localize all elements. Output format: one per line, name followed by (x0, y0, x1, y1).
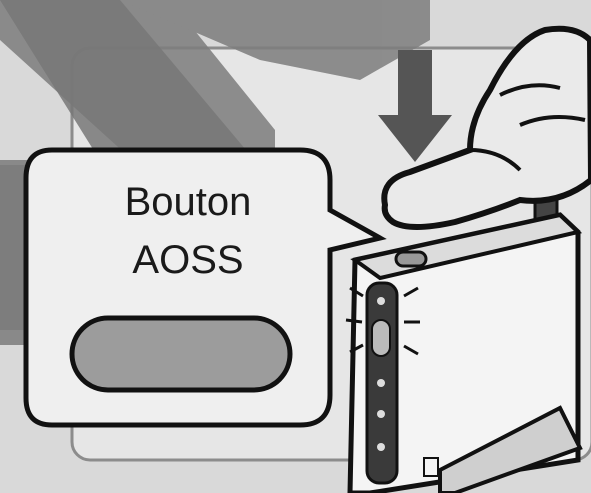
aoss-button-icon (72, 318, 290, 390)
callout-title-line2: AOSS (58, 240, 318, 280)
callout-title-line1: Bouton (58, 182, 318, 222)
